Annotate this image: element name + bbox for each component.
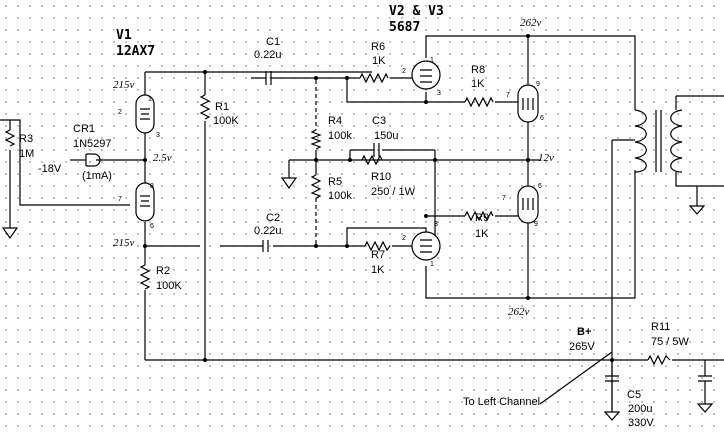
cr1-part: 1N5297 (73, 138, 112, 150)
capacitor-c2 (262, 240, 269, 252)
bplus-voltage: 265V (569, 341, 595, 353)
capacitors (251, 71, 712, 412)
c5-ref: C5 (627, 389, 641, 401)
to-left-channel-label: To Left Channel (463, 396, 540, 408)
r10-ref: R10 (371, 171, 391, 183)
resistor-r8 (464, 96, 494, 108)
c1-value: 0.22u (254, 49, 282, 61)
v23-name: V2 & V3 (389, 4, 444, 19)
resistor-r5 (310, 174, 322, 199)
capacitor-c6 (698, 360, 712, 404)
pin-label: 3 (434, 221, 438, 228)
v1-type: 12AX7 (116, 44, 155, 59)
r5-ref: R5 (328, 176, 342, 188)
voltage-out-plate-top: 262v (520, 17, 542, 29)
c5-value-1: 200u (628, 403, 652, 415)
v1-name: V1 (116, 28, 132, 43)
tube-v2a-icon (411, 60, 441, 90)
voltage-v1-plate-top: 215v (113, 79, 135, 91)
r11-ref: R11 (651, 321, 670, 333)
r2-ref: R2 (156, 265, 170, 277)
resistors (4, 72, 671, 366)
r11-value: 75 / 5W (651, 336, 690, 348)
r4-ref: R4 (328, 115, 342, 127)
pin-label: 3 (156, 132, 160, 139)
pin-label: 8 (150, 183, 154, 190)
r6-ref: R6 (371, 41, 385, 53)
resistor-r7 (364, 240, 391, 252)
capacitor-c3 (373, 143, 380, 157)
pin-label: 1 (430, 261, 434, 268)
junctions (143, 34, 614, 362)
r10-value: 250 / 1W (371, 186, 416, 198)
voltage-v1-cathode: 2.5v (153, 152, 172, 164)
c1-ref: C1 (266, 36, 280, 48)
r5-value: 100k (328, 190, 352, 202)
capacitor-c5 (605, 375, 619, 412)
pin-label: 7 (502, 195, 506, 202)
ground-icon (688, 205, 706, 215)
voltage-cathode-node: 12v (538, 152, 554, 164)
r8-value: 1K (471, 78, 485, 90)
pin-label: 6 (540, 115, 544, 122)
c2-value: 0.22u (254, 225, 282, 237)
tubes (135, 60, 539, 261)
pin-label: 7 (506, 92, 510, 99)
tube-v1b-icon (135, 182, 155, 222)
cr1-current: (1mA) (82, 170, 112, 182)
resistor-r3 (4, 129, 16, 147)
r9-ref: R9 (475, 212, 489, 224)
c3-ref: C3 (372, 115, 386, 127)
resistor-r2 (139, 264, 151, 290)
pin-label: 9 (536, 81, 540, 88)
r7-ref: R7 (371, 249, 385, 261)
pin-label: 2 (402, 235, 406, 242)
voltage-out-plate-bottom: 262v (508, 306, 530, 318)
pin-numbers: 1 2 3 8 7 6 2 1 3 7 9 6 3 2 1 6 7 9 (118, 57, 544, 268)
pin-label: 3 (437, 90, 441, 97)
v23-type: 5687 (389, 20, 420, 35)
r6-value: 1K (372, 55, 386, 67)
r4-value: 100k (328, 130, 352, 142)
resistor-r1 (199, 94, 211, 120)
r3-ref: R3 (19, 133, 33, 145)
r2-value: 100K (156, 280, 182, 292)
pin-label: 1 (148, 96, 152, 103)
pin-label: 2 (118, 109, 122, 116)
resistor-r11 (647, 354, 671, 366)
pin-label: 9 (534, 221, 538, 228)
c3-value: 150u (374, 130, 398, 142)
labels: V1 12AX7 V2 & V3 5687 215v 215v 2.5v 262… (19, 4, 690, 429)
resistor-r10 (361, 154, 383, 166)
r7-value: 1K (371, 264, 385, 276)
c2-ref: C2 (266, 212, 280, 224)
pin-label: 7 (118, 196, 122, 203)
capacitor-c1 (251, 71, 347, 85)
resistor-r6 (359, 72, 389, 84)
resistor-r4 (310, 129, 322, 150)
diode-cr1 (85, 153, 101, 167)
cr1-ref: CR1 (73, 123, 95, 135)
pin-label: 6 (538, 183, 542, 190)
resistor-r9 (464, 210, 494, 222)
pin-label: 6 (150, 223, 154, 230)
c5-value-2: 330V (628, 417, 654, 429)
r1-value: 100K (213, 115, 239, 127)
r1-ref: R1 (215, 101, 229, 113)
wires (0, 35, 724, 410)
voltage-v1-plate-bottom: 215v (113, 237, 135, 249)
ground-icon (1, 227, 19, 240)
pin-label: 1 (430, 57, 434, 64)
bplus-label: B+ (577, 326, 591, 338)
r8-ref: R8 (471, 64, 485, 76)
r9-value: 1K (475, 228, 489, 240)
ground-icon (280, 177, 298, 190)
cr1-supply: -18V (38, 163, 62, 175)
r3-value: 1M (19, 148, 34, 160)
pin-label: 2 (402, 68, 406, 75)
